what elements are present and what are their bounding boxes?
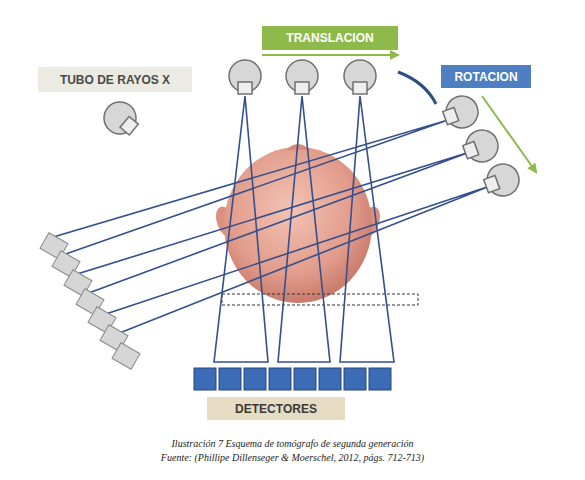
label-text: TRANSLACION (286, 31, 373, 45)
translation-label: TRANSLACION (262, 26, 398, 50)
label-text: TUBO DE RAYOS X (60, 73, 170, 87)
rotation-label: ROTACION (441, 65, 531, 88)
detector-row (194, 368, 391, 390)
tube-label: TUBO DE RAYOS X (38, 67, 192, 92)
detector-column (40, 233, 140, 370)
xray-beams (50, 96, 490, 362)
label-text: ROTACION (454, 70, 517, 84)
translation-arrow (262, 54, 398, 56)
rotation-arc (398, 72, 436, 104)
patient-table (222, 294, 418, 305)
source-note: Fuente: (Phillipe Dillenseger & Moersche… (0, 452, 585, 463)
label-text: DETECTORES (235, 402, 317, 416)
detectors-label: DETECTORES (207, 397, 345, 420)
figure-caption: Ilustración 7 Esquema de tomógrafo de se… (0, 438, 585, 449)
rotation-arrow (482, 96, 536, 172)
